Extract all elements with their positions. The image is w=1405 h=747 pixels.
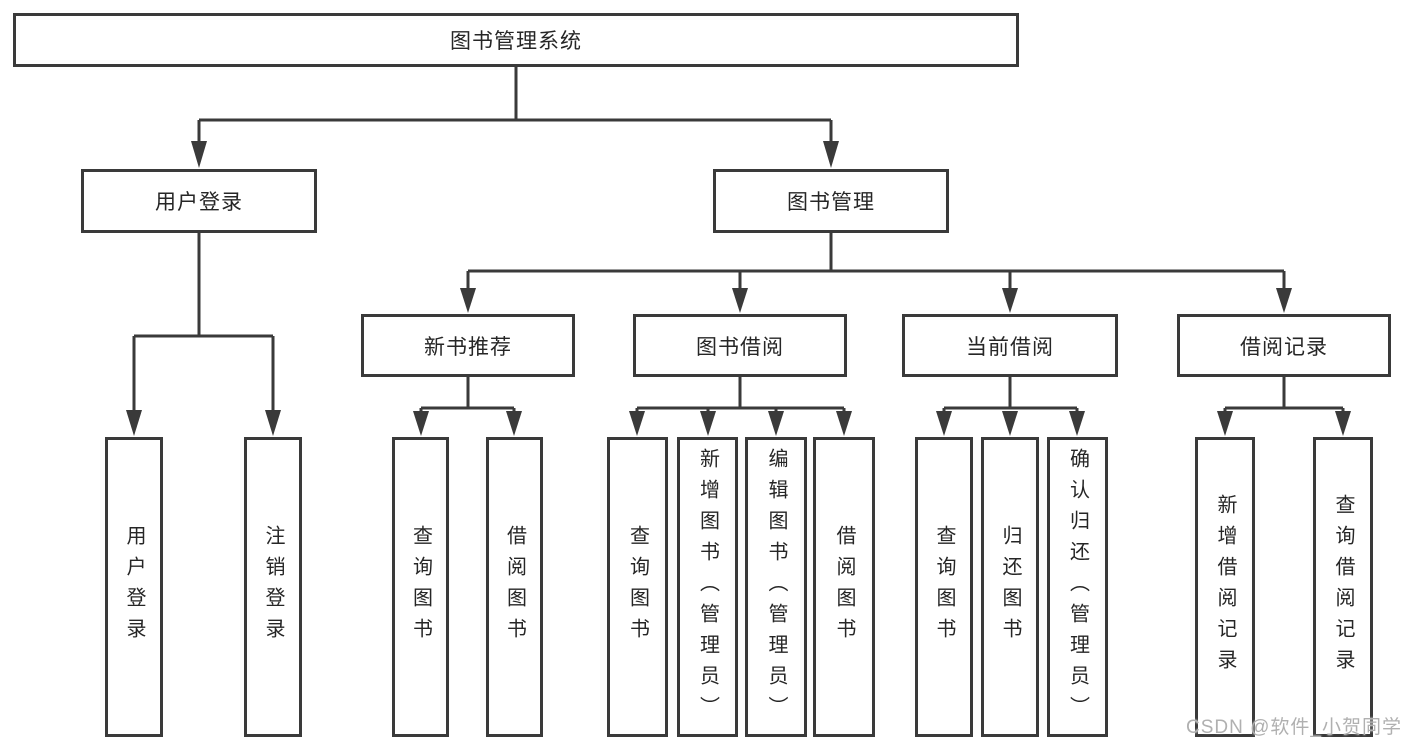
leaf-user-login-label: 用户登录 [123,525,145,649]
node-book-borrow: 图书借阅 [633,314,847,377]
leaf-br-add-record-label: 新增借阅记录 [1214,494,1236,680]
leaf-cb-return-book-label: 归还图书 [999,525,1021,649]
node-user-login: 用户登录 [81,169,317,233]
edge-book-borrow-to-leaves [629,377,852,436]
leaf-br-query-record: 查询借阅记录 [1313,437,1373,737]
leaf-br-add-record: 新增借阅记录 [1195,437,1255,737]
leaf-user-login: 用户登录 [105,437,163,737]
leaf-bb-edit-book-admin: 编辑图书（管理员） [745,437,807,737]
leaf-bb-borrow-book: 借阅图书 [813,437,875,737]
leaf-bb-edit-book-admin-label: 编辑图书（管理员） [765,447,787,727]
node-new-book-recommend: 新书推荐 [361,314,575,377]
node-new-book-recommend-label: 新书推荐 [424,335,512,359]
node-current-borrow: 当前借阅 [902,314,1118,377]
node-system-root-label: 图书管理系统 [450,30,582,53]
leaf-bb-query-book-label: 查询图书 [626,525,649,649]
edge-new-book-recommend-to-leaves [413,377,522,436]
leaf-nbr-borrow-book: 借阅图书 [486,437,543,737]
node-book-management-label: 图书管理 [787,191,875,214]
node-user-login-label: 用户登录 [155,191,243,214]
node-book-management: 图书管理 [713,169,949,233]
node-book-borrow-label: 图书借阅 [696,335,784,359]
edge-user-login-to-leaves [126,233,281,436]
edge-root-to-level2 [191,67,839,168]
leaf-logout-login: 注销登录 [244,437,302,737]
node-current-borrow-label: 当前借阅 [966,335,1054,359]
node-system-root: 图书管理系统 [13,13,1019,67]
leaf-bb-add-book-admin: 新增图书（管理员） [677,437,738,737]
csdn-watermark: CSDN @软件_小贺同学 [1186,717,1402,738]
leaf-cb-confirm-return-admin: 确认归还（管理员） [1047,437,1108,737]
leaf-cb-query-book: 查询图书 [915,437,973,737]
leaf-bb-query-book: 查询图书 [607,437,668,737]
leaf-cb-query-book-label: 查询图书 [933,525,955,649]
leaf-bb-add-book-admin-label: 新增图书（管理员） [696,447,719,727]
leaf-nbr-borrow-book-label: 借阅图书 [503,525,526,649]
node-borrow-records-label: 借阅记录 [1240,335,1328,359]
leaf-logout-login-label: 注销登录 [262,525,284,649]
leaf-bb-borrow-book-label: 借阅图书 [833,525,855,649]
edge-borrow-records-to-leaves [1217,377,1351,436]
leaf-nbr-query-book-label: 查询图书 [409,525,432,649]
leaf-cb-return-book: 归还图书 [981,437,1039,737]
leaf-br-query-record-label: 查询借阅记录 [1332,494,1354,680]
leaf-nbr-query-book: 查询图书 [392,437,449,737]
leaf-cb-confirm-return-admin-label: 确认归还（管理员） [1066,447,1089,727]
edge-book-management-to-level3 [460,233,1292,313]
edge-current-borrow-to-leaves [936,377,1085,436]
node-borrow-records: 借阅记录 [1177,314,1391,377]
